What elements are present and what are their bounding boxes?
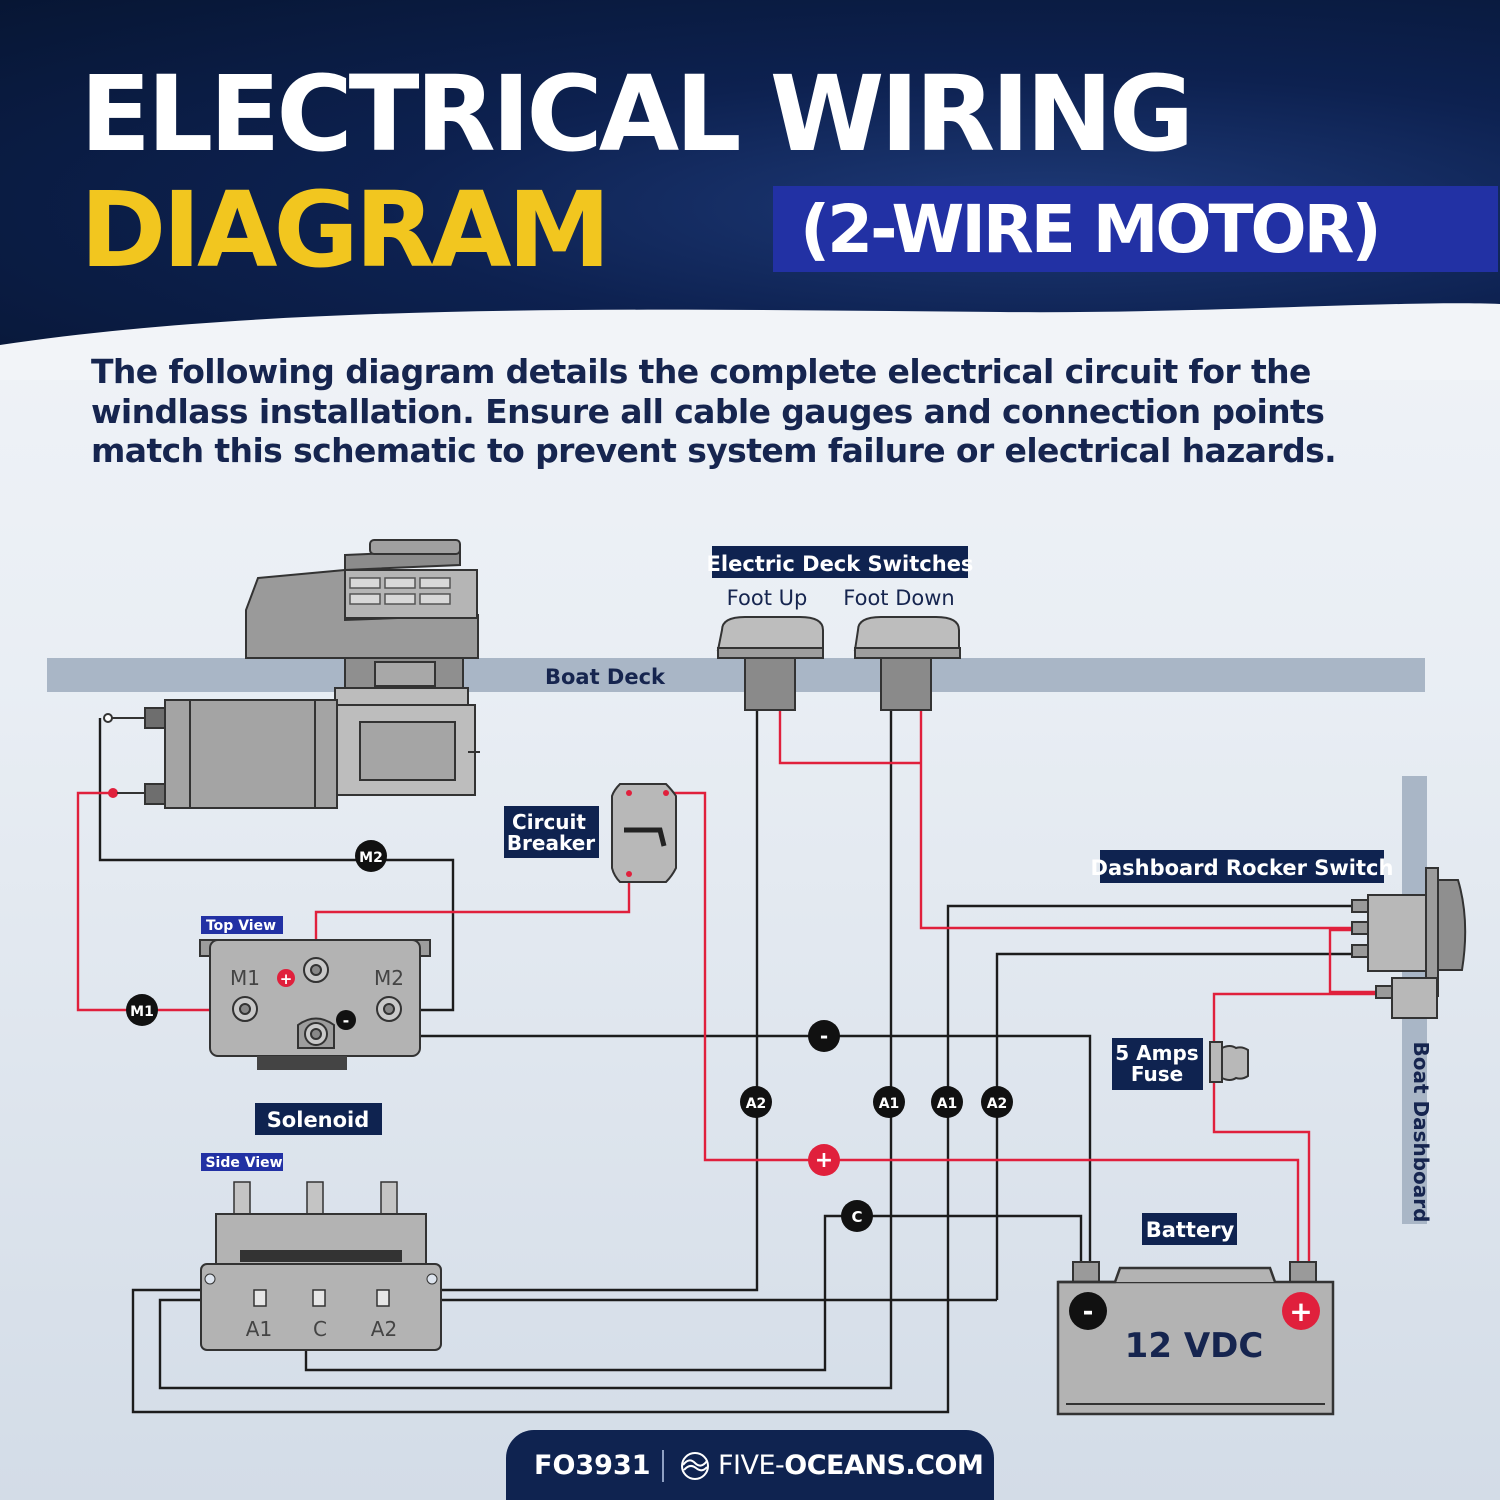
fuse-label-2: Fuse: [1131, 1062, 1183, 1086]
marker-a2-right: A2: [981, 1086, 1013, 1118]
header-wave: [0, 303, 1500, 380]
website-prefix: FIVE-: [718, 1450, 785, 1481]
wire-fuse-battery: [1212, 1082, 1311, 1268]
product-code: FO3931: [534, 1450, 651, 1481]
foot-up-label: Foot Up: [727, 586, 808, 610]
markers: M2 M1 - A2 A1 A1: [126, 840, 1013, 1232]
marker-positive-text: +: [815, 1148, 833, 1173]
marker-a1-right: A1: [931, 1086, 963, 1118]
fuse: 5 Amps Fuse: [1112, 1038, 1249, 1090]
intro-text: The following diagram details the comple…: [91, 352, 1337, 470]
marker-negative-text: -: [820, 1024, 828, 1048]
wire-a1-footdown: [158, 708, 893, 1390]
sol-plus-mark: +: [280, 970, 293, 988]
battery-minus: -: [1083, 1297, 1094, 1327]
wire-positive: [666, 791, 1300, 1268]
foot-down-label: Foot Down: [843, 586, 954, 610]
wire-rocker-fuse: [1212, 992, 1380, 1042]
wire-switch-link: [778, 708, 921, 765]
battery: Battery - + 12 VDC: [1056, 1213, 1335, 1416]
sol-minus-mark: -: [343, 1011, 350, 1030]
top-view-label: Top View: [206, 918, 276, 934]
marker-a1-right-text: A1: [937, 1096, 958, 1112]
footer: [506, 1430, 994, 1500]
wire-c: [304, 1214, 1083, 1372]
marker-m1-text: M1: [130, 1004, 154, 1020]
footer-divider: [662, 1450, 664, 1482]
wire-a2-footup: [383, 708, 759, 1300]
marker-c-text: C: [851, 1208, 862, 1226]
marker-a2-left-text: A2: [746, 1096, 767, 1112]
dashboard-rocker-switch: Dashboard Rocker Switch: [1091, 850, 1467, 1019]
deck-switches-label: Electric Deck Switches: [707, 552, 974, 576]
header-banner: [0, 0, 1500, 380]
circuit-breaker-label-1: Circuit: [512, 810, 586, 834]
subtitle: (2-WIRE MOTOR): [800, 191, 1382, 268]
marker-positive: +: [808, 1144, 840, 1176]
sol-top-m1: M1: [230, 966, 260, 990]
marker-a2-left: A2: [740, 1086, 772, 1118]
wires: [76, 708, 1380, 1414]
marker-a1-left: A1: [873, 1086, 905, 1118]
solenoid-label-box: [255, 1103, 382, 1135]
marker-c: C: [841, 1200, 873, 1232]
website-link[interactable]: FIVE-OCEANS.COM: [718, 1449, 984, 1483]
windlass: [103, 539, 480, 809]
battery-voltage: 12 VDC: [1125, 1326, 1264, 1366]
marker-a2-right-text: A2: [987, 1096, 1008, 1112]
website-domain: OCEANS.COM: [784, 1450, 984, 1481]
wire-a1-dash: [131, 1002, 950, 1414]
boat-dashboard-label: Boat Dashboard: [1409, 1042, 1433, 1223]
sol-side-a2: A2: [371, 1317, 397, 1341]
marker-negative: -: [808, 1020, 840, 1052]
boat-deck-label: Boat Deck: [545, 665, 666, 689]
sol-side-a1: A1: [246, 1317, 272, 1341]
side-view-label: Side View: [205, 1155, 282, 1171]
solenoid-label: Solenoid: [267, 1108, 370, 1132]
wave-logo-icon: [681, 1452, 709, 1480]
battery-label: Battery: [1146, 1218, 1235, 1242]
title-line-2: DIAGRAM: [80, 169, 611, 291]
wire-a2-rocker: [995, 952, 1352, 1300]
wire-breaker-solenoid: [314, 876, 631, 960]
rocker-switch-label: Dashboard Rocker Switch: [1091, 856, 1394, 880]
wire-switch-rocker: [919, 708, 1352, 930]
circuit-breaker: Circuit Breaker: [504, 783, 677, 883]
sol-top-m2: M2: [374, 966, 404, 990]
subtitle-box: [773, 186, 1498, 272]
title-line-1: ELECTRICAL WIRING: [80, 53, 1194, 175]
wire-m2: [98, 718, 455, 1012]
marker-m2-text: M2: [359, 850, 383, 866]
marker-m1: M1: [126, 994, 158, 1026]
deck-switches: Electric Deck Switches Foot Up Foot Down: [707, 546, 974, 711]
fuse-label-1: 5 Amps: [1115, 1041, 1198, 1065]
foot-down-switch: [853, 616, 961, 711]
solenoid-top-view: Top View M1 M2 + -: [199, 916, 431, 1070]
boat-deck: [47, 658, 1425, 692]
wire-negative: [330, 1034, 1092, 1268]
wire-a1-rocker: [946, 904, 1352, 1002]
marker-a1-left-text: A1: [879, 1096, 900, 1112]
foot-up-switch: [716, 616, 824, 711]
marker-m2: M2: [355, 840, 387, 872]
wire-rocker-jumper: [1328, 928, 1380, 994]
sol-side-c: C: [313, 1317, 327, 1341]
solenoid-side-view: Side View A1 C A2: [200, 1153, 442, 1351]
battery-plus: +: [1289, 1295, 1312, 1328]
circuit-breaker-label-2: Breaker: [507, 831, 595, 855]
